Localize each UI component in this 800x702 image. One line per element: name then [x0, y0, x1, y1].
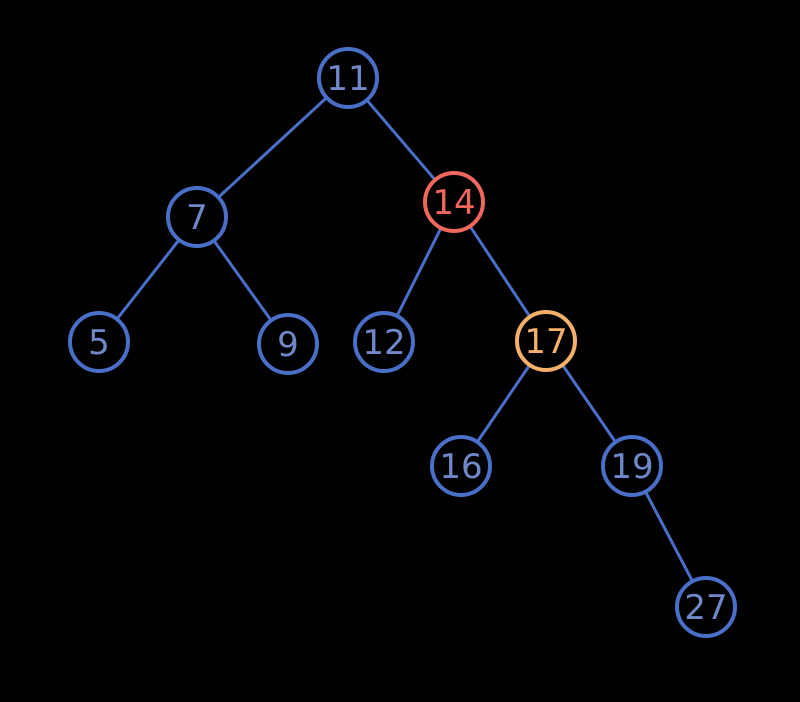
node-circle [353, 311, 415, 373]
tree-node-9: 9 [257, 313, 319, 375]
tree-node-11: 11 [317, 47, 379, 109]
edge-n7-n9 [212, 239, 273, 322]
node-label: 12 [362, 323, 405, 363]
node-label: 19 [610, 447, 653, 487]
nodes-layer: 11 7 14 5 9 12 17 16 19 27 [68, 47, 737, 638]
node-label: 14 [432, 183, 475, 223]
tree-node-14: 14 [423, 171, 485, 233]
edges-layer [115, 96, 695, 583]
tree-node-16: 16 [430, 435, 492, 497]
tree-node-27: 27 [675, 576, 737, 638]
edge-n11-n14 [365, 98, 437, 182]
node-label: 16 [439, 447, 482, 487]
node-circle [430, 435, 492, 497]
node-circle [423, 171, 485, 233]
edge-n11-n7 [216, 96, 329, 199]
node-circle [166, 186, 228, 248]
tree-node-19: 19 [601, 435, 663, 497]
edge-n14-n12 [395, 226, 443, 318]
edge-n14-n17 [468, 224, 532, 319]
tree-node-7: 7 [166, 186, 228, 248]
node-circle [317, 47, 379, 109]
node-label: 27 [684, 588, 727, 628]
node-label: 17 [524, 322, 567, 362]
edge-n7-n5 [115, 238, 181, 321]
node-label: 9 [277, 325, 299, 365]
node-label: 5 [88, 323, 110, 363]
tree-node-5: 5 [68, 311, 130, 373]
node-circle [601, 435, 663, 497]
node-circle [515, 310, 577, 372]
node-circle [257, 313, 319, 375]
edge-n19-n27 [643, 490, 695, 583]
node-label: 7 [186, 198, 208, 238]
tree-node-12: 12 [353, 311, 415, 373]
edge-n17-n19 [560, 363, 618, 444]
edge-n17-n16 [475, 363, 532, 444]
node-circle [68, 311, 130, 373]
node-label: 11 [326, 59, 369, 99]
node-circle [675, 576, 737, 638]
tree-node-17: 17 [515, 310, 577, 372]
